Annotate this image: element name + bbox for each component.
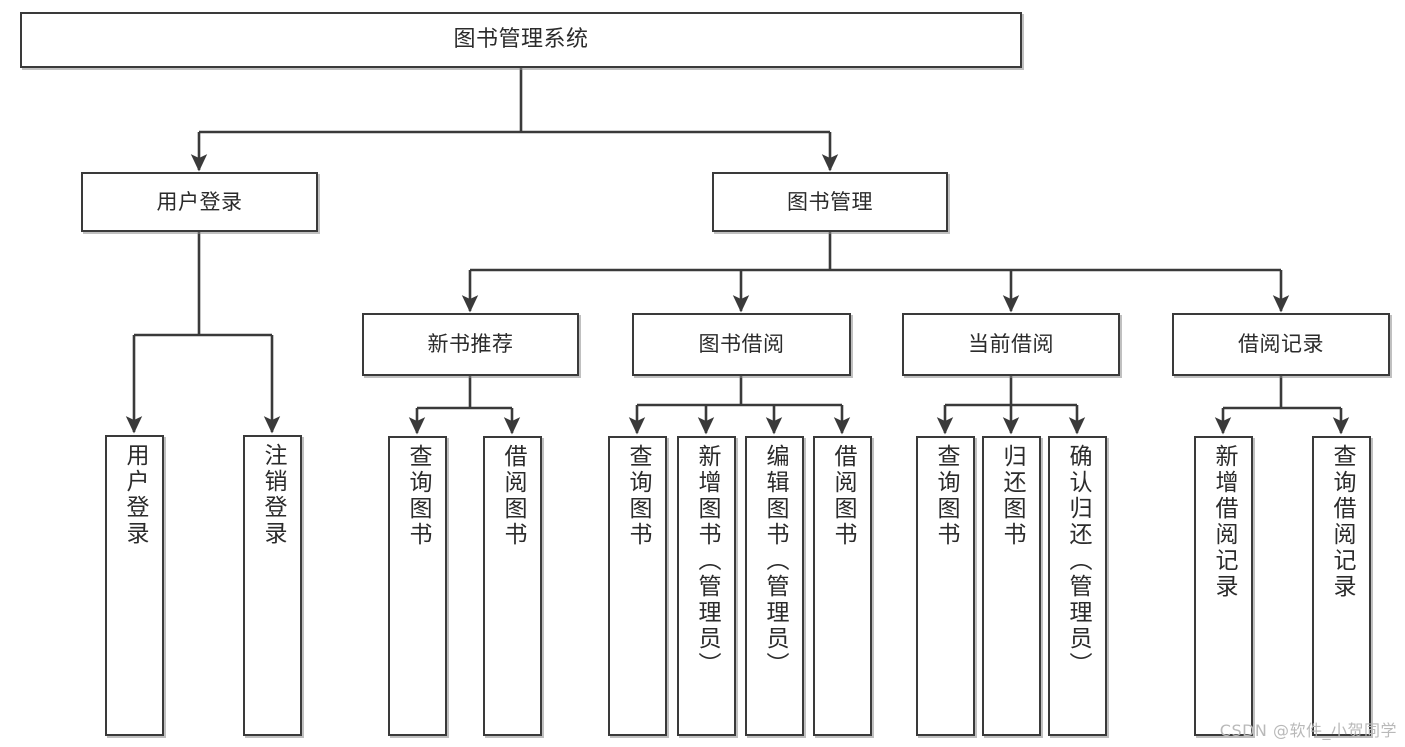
node-leaf-add-book-label: 新增图书（管理员）: [694, 444, 720, 678]
node-leaf-query-book-1-label: 查询图书: [405, 444, 431, 548]
node-book-manage-label: 图书管理: [787, 189, 873, 214]
node-current-borrow[interactable]: 当前借阅: [902, 313, 1120, 376]
node-leaf-query-book-2[interactable]: 查询图书: [608, 436, 667, 736]
node-book-manage[interactable]: 图书管理: [712, 172, 948, 232]
node-leaf-borrow-book-2-label: 借阅图书: [830, 444, 856, 548]
node-leaf-borrow-book-1-label: 借阅图书: [500, 444, 526, 548]
node-user-login-label: 用户登录: [156, 189, 243, 214]
node-leaf-query-book-2-label: 查询图书: [625, 444, 651, 548]
node-borrow-record-label: 借阅记录: [1238, 332, 1324, 357]
watermark-text: CSDN @软件_小贺同学: [1219, 721, 1397, 740]
node-leaf-return-book-label: 归还图书: [999, 444, 1025, 548]
node-root[interactable]: 图书管理系统: [20, 12, 1022, 68]
node-leaf-confirm-return[interactable]: 确认归还（管理员）: [1048, 436, 1107, 736]
node-leaf-add-record[interactable]: 新增借阅记录: [1194, 436, 1253, 736]
node-leaf-add-record-label: 新增借阅记录: [1211, 444, 1237, 600]
node-leaf-borrow-book-1[interactable]: 借阅图书: [483, 436, 542, 736]
node-leaf-query-book-1[interactable]: 查询图书: [388, 436, 447, 736]
node-new-book-recommend-label: 新书推荐: [427, 332, 514, 357]
node-current-borrow-label: 当前借阅: [968, 332, 1054, 357]
node-borrow-record[interactable]: 借阅记录: [1172, 313, 1390, 376]
node-user-login[interactable]: 用户登录: [81, 172, 318, 232]
node-leaf-query-record-label: 查询借阅记录: [1329, 444, 1355, 600]
node-leaf-borrow-book-2[interactable]: 借阅图书: [813, 436, 872, 736]
node-leaf-logout-login[interactable]: 注销登录: [243, 435, 302, 736]
node-leaf-query-book-3[interactable]: 查询图书: [916, 436, 975, 736]
node-leaf-user-login[interactable]: 用户登录: [105, 435, 164, 736]
node-leaf-edit-book[interactable]: 编辑图书（管理员）: [745, 436, 804, 736]
node-leaf-add-book[interactable]: 新增图书（管理员）: [677, 436, 736, 736]
node-leaf-query-record[interactable]: 查询借阅记录: [1312, 436, 1371, 736]
node-book-borrow-label: 图书借阅: [698, 332, 785, 357]
node-leaf-logout-login-label: 注销登录: [260, 443, 286, 547]
node-leaf-query-book-3-label: 查询图书: [933, 444, 959, 548]
node-leaf-return-book[interactable]: 归还图书: [982, 436, 1041, 736]
node-root-label: 图书管理系统: [453, 27, 589, 53]
node-leaf-user-login-label: 用户登录: [122, 443, 148, 547]
node-new-book-recommend[interactable]: 新书推荐: [362, 313, 579, 376]
node-leaf-confirm-return-label: 确认归还（管理员）: [1065, 444, 1091, 678]
node-book-borrow[interactable]: 图书借阅: [632, 313, 851, 376]
node-leaf-edit-book-label: 编辑图书（管理员）: [762, 444, 788, 678]
